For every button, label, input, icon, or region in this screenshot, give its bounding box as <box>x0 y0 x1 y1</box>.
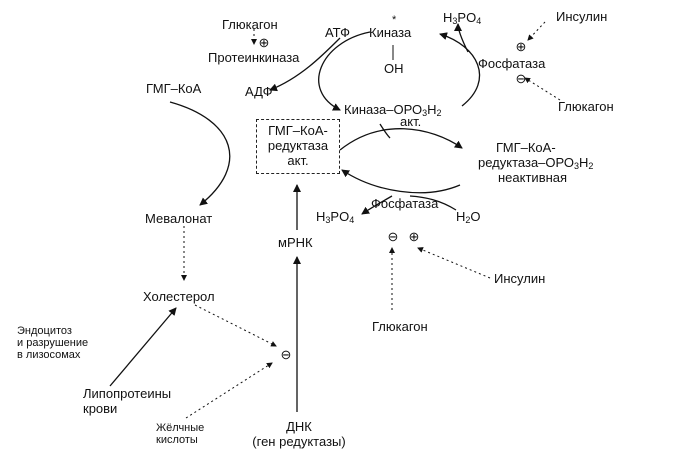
plus-sign-phosphatase-top: ⊕ <box>515 39 527 54</box>
kinase-active-label: акт. <box>400 114 422 129</box>
h3po4-top-label: H3PO4 <box>443 10 482 26</box>
reductase-inactive-label: ГМГ–КоА- редуктаза–ОРО3Н2 неактивная <box>478 140 594 185</box>
phosphatase-top-label: Фосфатаза <box>478 56 546 71</box>
plus-sign-proteinkinase: ⊕ <box>258 35 270 50</box>
h2o-label: H2O <box>456 209 481 225</box>
arc-atp-adp <box>269 37 341 92</box>
minus-sign-phosphatase-mid: ⊖ <box>387 229 399 244</box>
mrna-label: мРНК <box>278 235 313 250</box>
dotted-cholesterol-inhibit <box>194 304 277 347</box>
hmg-coa-label: ГМГ–КоА <box>146 81 202 96</box>
atp-label: АТФ <box>325 25 351 40</box>
plus-sign-phosphatase-mid: ⊕ <box>408 229 420 244</box>
minus-sign-inhibition: ⊖ <box>280 347 292 362</box>
dotted-insulin-phosphatase <box>527 21 546 41</box>
cholesterol-label: Холестерол <box>143 289 215 304</box>
endocytosis-label: Эндоцитоз и разрушение в лизосомах <box>17 325 89 361</box>
arrow-lipoproteins-cholesterol <box>109 307 177 387</box>
arc-kinase-activation <box>318 31 371 111</box>
dotted-insulin-phosphatase-mid <box>417 247 491 279</box>
protein-kinase-label: Протеинкиназа <box>208 50 300 65</box>
arc-kinase-to-reductase <box>379 123 391 139</box>
lipoproteins-label: Липопротеины крови <box>83 386 172 416</box>
dotted-bile-inhibit <box>185 362 273 419</box>
reductase-active-box <box>256 119 340 174</box>
arc-reductase-activation <box>341 169 461 194</box>
glucagon-right-label: Глюкагон <box>558 99 614 114</box>
arc-h2o <box>409 195 457 211</box>
phosphatase-mid-label: Фосфатаза <box>371 196 439 211</box>
dna-label: ДНК (ген редуктазы) <box>252 419 346 449</box>
kinase-label: Киназа <box>369 25 412 40</box>
arc-kinase-deactivation <box>439 32 481 107</box>
arc-reductase-inactivation <box>339 128 463 151</box>
h3po4-mid-label: H3PO4 <box>316 209 355 225</box>
reductase-active-label: ГМГ–КоА- редуктаза акт. <box>267 123 329 168</box>
dotted-glucagon-phosphatase <box>524 77 561 101</box>
kinase-phospho-label: Киназа–ОРО3Н2 <box>344 102 442 118</box>
adp-label: АДФ <box>245 84 273 99</box>
mevalonate-label: Мевалонат <box>145 211 213 226</box>
insulin-mid-label: Инсулин <box>494 271 546 286</box>
minus-sign-phosphatase-top: ⊖ <box>515 71 527 86</box>
glucagon-bottom-label: Глюкагон <box>372 319 428 334</box>
arc-hmgcoa-mevalonate <box>169 101 231 206</box>
oh-label: OH <box>384 61 404 76</box>
arc-h3po4-top <box>454 23 469 53</box>
kinase-star: * <box>392 14 397 26</box>
bile-acids-label: Жёлчные кислоты <box>156 422 205 446</box>
arc-h3po4-mid <box>361 195 393 215</box>
glucagon-top-label: Глюкагон <box>222 17 278 32</box>
insulin-top-label: Инсулин <box>556 9 608 24</box>
